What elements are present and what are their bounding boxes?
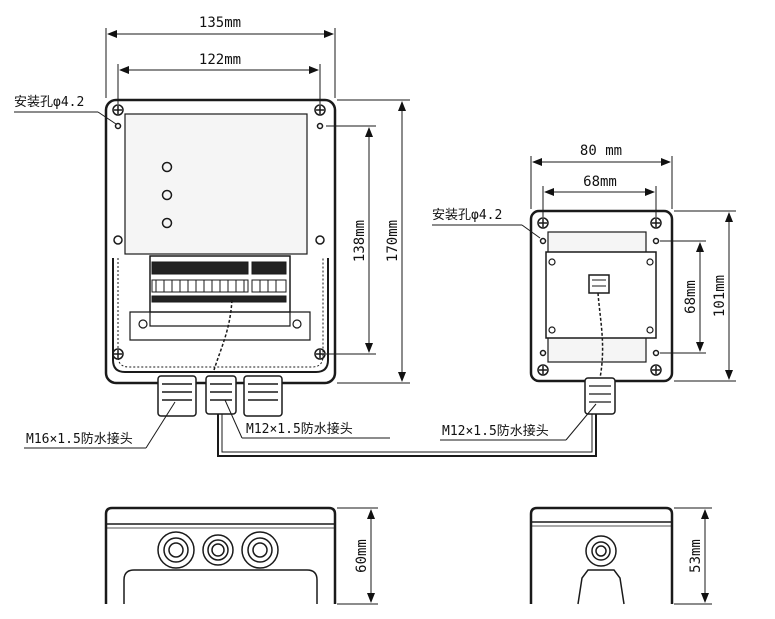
right-side-depth: 53mm	[688, 539, 704, 573]
led-3	[161, 217, 173, 229]
right-gland-label: M12×1.5防水接头	[442, 423, 549, 439]
right-dim-width-holes: 68mm	[583, 174, 617, 190]
right-board-holes	[548, 258, 654, 334]
left-dimension-lines	[14, 28, 410, 449]
left-gland-small-label: M12×1.5防水接头	[246, 421, 353, 437]
left-mount-screws	[112, 104, 326, 360]
bracket-screw-left	[138, 319, 148, 329]
left-unit-side-view	[104, 506, 378, 605]
led-2	[161, 189, 173, 201]
left-dim-width-holes: 122mm	[199, 52, 241, 68]
right-internal-cable	[597, 292, 604, 379]
left-dim-width-outer: 135mm	[199, 15, 241, 31]
left-lid-panel	[124, 113, 308, 255]
left-lower-housing	[112, 258, 329, 373]
right-dimension-lines	[432, 156, 736, 441]
right-dim-width-outer: 80 mm	[580, 143, 622, 159]
side-gland-rings	[157, 531, 279, 569]
left-glands	[157, 375, 283, 417]
left-unit-front-view	[14, 28, 597, 457]
right-dim-height-outer: 101mm	[712, 275, 728, 317]
terminal-screws	[151, 261, 287, 303]
left-hole-label: 安装孔φ4.2	[14, 95, 84, 110]
terminal-bracket	[129, 311, 311, 341]
connecting-cable-inner	[221, 410, 593, 453]
right-unit-front-view	[432, 156, 736, 441]
led-1	[161, 161, 173, 173]
left-gland-large-label: M16×1.5防水接头	[26, 431, 133, 447]
right-side-gland	[585, 535, 617, 567]
connecting-cable	[217, 410, 597, 457]
right-dim-height-holes: 68mm	[683, 280, 699, 314]
left-dim-height-holes: 138mm	[352, 220, 368, 262]
left-lower-housing-inner	[117, 258, 324, 368]
right-gland	[584, 377, 616, 415]
left-dim-height-outer: 170mm	[385, 220, 401, 262]
right-unit-side-view	[529, 506, 712, 605]
bracket-screw-right	[292, 319, 302, 329]
right-hole-label: 安装孔φ4.2	[432, 208, 502, 223]
right-mount-screws	[537, 217, 662, 376]
right-connector	[588, 274, 610, 294]
internal-cable	[213, 299, 233, 371]
left-side-depth: 60mm	[354, 539, 370, 573]
